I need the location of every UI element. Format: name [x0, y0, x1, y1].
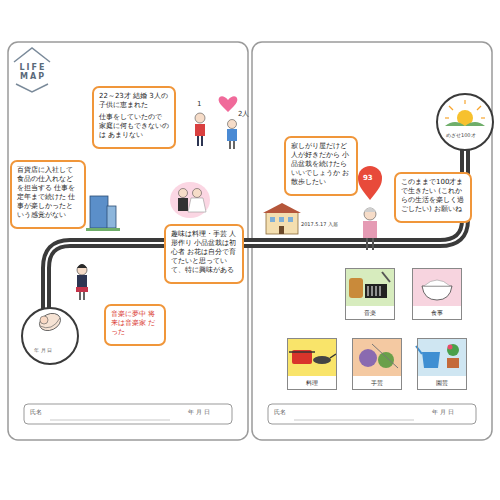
callout-text: 寂しがり屋だけど 人が好きだから 小品盆栽を続けたら いいでしょうか お散歩した… — [291, 142, 351, 187]
wish-callout: このままで100才まで生きたい (これからの生活を楽しく過ごしたい) お願いね — [394, 172, 472, 223]
map-title: LIFE MAP — [17, 63, 49, 81]
name-field — [24, 404, 232, 424]
cooking-tile-art — [287, 338, 337, 376]
goal-caption: めざせ100才 — [446, 133, 476, 139]
tile-caption: 料理 — [288, 377, 336, 389]
callout-text: 22～23才 結婚 3人の子供に恵まれた — [99, 92, 169, 110]
header-roof — [14, 48, 50, 62]
birth-date: 年 月 日 — [34, 348, 52, 354]
family-figures — [195, 96, 237, 149]
schoolgirl-figure — [76, 264, 88, 300]
hobby-tile: 園芸 — [417, 338, 467, 390]
tile-caption: 手芸 — [353, 377, 401, 389]
hobby-tile: 音楽 — [345, 268, 395, 320]
location-pin — [358, 166, 382, 200]
music-tile-art — [345, 268, 395, 306]
move-in-date: 2017.5.17 入居 — [301, 222, 338, 228]
callout-text: 趣味は料理・手芸 人形作り 小品盆栽は初心者 お花は自分で育てたいと思っていて、… — [171, 230, 237, 275]
field-name: 氏名 — [274, 409, 286, 416]
tile-caption: 食事 — [413, 307, 461, 319]
field-name: 氏名 — [30, 409, 42, 416]
field-line — [294, 420, 414, 421]
meal-tile-art — [412, 268, 462, 306]
callout-text: このままで100才まで生きたい (これからの生活を楽しく過ごしたい) お願いね — [401, 178, 465, 214]
gardening-tile-art — [416, 338, 467, 376]
person-count: 2人 — [238, 110, 249, 118]
memory-callout: 音楽に夢中 将来は音楽家 だった — [104, 304, 166, 346]
hobby-tile: 食事 — [412, 268, 462, 320]
memory-callout: 22～23才 結婚 3人の子供に恵まれた仕事をしていたので 家庭に何もできないの… — [92, 86, 176, 149]
wedding-couple — [170, 182, 210, 218]
tile-caption: 音楽 — [346, 307, 394, 319]
elder-woman — [363, 208, 377, 251]
baby-circle — [22, 308, 78, 364]
person-number: 1 — [197, 100, 201, 108]
field-date: 年 月 日 — [432, 409, 454, 416]
office-building — [86, 196, 120, 231]
tile-caption: 園芸 — [418, 377, 466, 389]
header-chevron — [16, 84, 48, 92]
handicraft-tile-art — [352, 338, 402, 376]
callout-text: 仕事をしていたので 家庭に何もできないのは あまりない — [99, 113, 169, 140]
callout-text: 百貨店に入社して 食品の仕入れなどを担当する 仕事を定年まで続けた 仕事が楽しか… — [17, 166, 79, 221]
field-date: 年 月 日 — [188, 409, 210, 416]
hobby-tile: 手芸 — [352, 338, 402, 390]
name-field — [268, 404, 476, 424]
memory-callout: 百貨店に入社して 食品の仕入れなどを担当する 仕事を定年まで続けた 仕事が楽しか… — [10, 160, 86, 229]
goal-circle — [437, 94, 493, 150]
hobby-tile: 料理 — [287, 338, 337, 390]
age-marker: 93 — [363, 174, 373, 182]
callout-text: 音楽に夢中 将来は音楽家 だった — [111, 310, 159, 337]
memory-callout: 趣味は料理・手芸 人形作り 小品盆栽は初心者 お花は自分で育てたいと思っていて、… — [164, 224, 244, 284]
care-home — [263, 203, 301, 234]
field-line — [50, 420, 170, 421]
wish-callout: 寂しがり屋だけど 人が好きだから 小品盆栽を続けたら いいでしょうか お散歩した… — [284, 136, 358, 196]
